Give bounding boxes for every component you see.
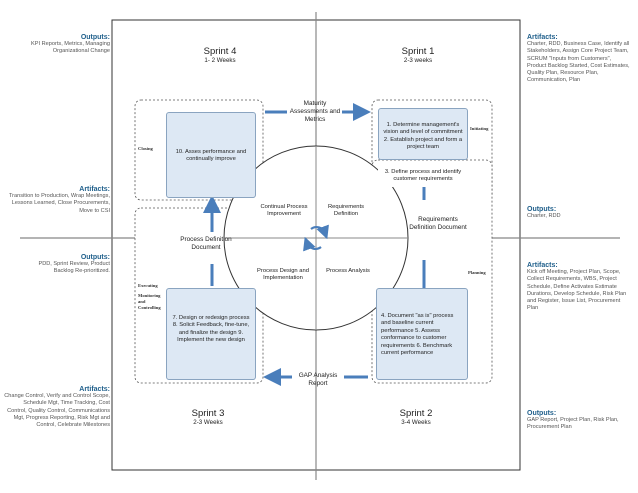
left-outputs-mid: Outputs: PDD, Sprint Review, Product Bac… bbox=[30, 254, 110, 276]
right-outputs-bottom: Outputs: GAP Report, Project Plan, Risk … bbox=[527, 410, 631, 432]
circle-label-process-analysis: Process Analysis bbox=[326, 268, 370, 274]
right-outputs-mid-text: Charter, RDD bbox=[527, 213, 561, 219]
right-artifacts-mid: Artifacts: Kick off Meeting, Project Pla… bbox=[527, 262, 631, 313]
right-outputs-bottom-text: GAP Report, Project Plan, Risk Plan, Pro… bbox=[527, 417, 619, 431]
sprint-4-duration: 1- 2 Weeks bbox=[204, 57, 236, 64]
left-outputs-mid-header: Outputs: bbox=[80, 254, 110, 261]
sprint-1-label: Sprint 1 2-3 weeks bbox=[378, 46, 458, 64]
left-artifacts-mid-header: Artifacts: bbox=[79, 186, 110, 193]
sprint-4-title: Sprint 4 bbox=[203, 46, 237, 57]
box-planning-steps: 4. Document "as is" process and baseline… bbox=[376, 288, 468, 380]
phase-executing: Executing bbox=[138, 283, 158, 288]
left-outputs-top-text: KPI Reports, Metrics, Managing Organizat… bbox=[31, 41, 110, 55]
box-initiating-steps: 1. Determine management's vision and lev… bbox=[378, 108, 468, 160]
phase-initiating: Initiating bbox=[470, 126, 489, 131]
cycle-icon bbox=[303, 224, 329, 252]
left-outputs-top-header: Outputs: bbox=[80, 34, 110, 41]
sprint-2-title: Sprint 2 bbox=[399, 408, 433, 419]
phase-planning: Planning bbox=[468, 270, 486, 275]
sprint-2-label: Sprint 2 3-4 Weeks bbox=[376, 408, 456, 426]
circle-label-process-design: Process Design and Implementation bbox=[257, 268, 309, 282]
sprint-4-label: Sprint 4 1- 2 Weeks bbox=[180, 46, 260, 64]
right-artifacts-mid-header: Artifacts: bbox=[527, 262, 558, 269]
left-artifacts-mid: Artifacts: Transition to Production, Wra… bbox=[6, 186, 110, 215]
left-artifacts-bottom-text: Change Control, Verify and Control Scope… bbox=[4, 393, 110, 429]
box-execution-steps: 7. Design or redesign process 8. Solicit… bbox=[166, 288, 256, 380]
right-artifacts-mid-text: Kick off Meeting, Project Plan, Scope, C… bbox=[527, 269, 627, 312]
sprint-3-label: Sprint 3 2-3 Weeks bbox=[168, 408, 248, 426]
right-artifacts-top-header: Artifacts: bbox=[527, 34, 558, 41]
right-artifacts-top-text: Charter, RDD, Business Case, Identify al… bbox=[527, 41, 630, 84]
box-closing-steps: 10. Asses performance and continually im… bbox=[166, 112, 256, 198]
label-gap-analysis-report: GAP Analysis Report bbox=[298, 372, 338, 387]
sprint-3-title: Sprint 3 bbox=[191, 408, 225, 419]
label-maturity-assessments: Maturity Assessments and Metrics bbox=[289, 100, 341, 123]
right-outputs-mid-header: Outputs: bbox=[527, 206, 557, 213]
label-process-definition-document: Process Definition Document bbox=[180, 236, 232, 251]
right-outputs-bottom-header: Outputs: bbox=[527, 410, 557, 417]
circle-label-requirements-definition: Requirements Definition bbox=[327, 204, 365, 218]
circle-label-continual-improvement: Continual Process Improvement bbox=[260, 204, 308, 218]
sprint-1-title: Sprint 1 bbox=[401, 46, 435, 57]
sprint-3-duration: 2-3 Weeks bbox=[193, 419, 223, 426]
left-outputs-top: Outputs: KPI Reports, Metrics, Managing … bbox=[18, 34, 110, 56]
right-artifacts-top: Artifacts: Charter, RDD, Business Case, … bbox=[527, 34, 631, 85]
right-outputs-mid: Outputs: Charter, RDD bbox=[527, 206, 631, 220]
sprint-2-duration: 3-4 Weeks bbox=[401, 419, 431, 426]
phase-monitoring: Monitoring and Controlling bbox=[138, 293, 161, 310]
left-outputs-mid-text: PDD, Sprint Review, Product Backlog Re-p… bbox=[38, 261, 110, 275]
sprint-1-duration: 2-3 weeks bbox=[403, 57, 433, 64]
left-artifacts-mid-text: Transition to Production, Wrap Meetings,… bbox=[8, 193, 110, 214]
left-artifacts-bottom-header: Artifacts: bbox=[79, 386, 110, 393]
left-artifacts-bottom: Artifacts: Change Control, Verify and Co… bbox=[4, 386, 110, 429]
box-define-process: 3. Define process and identify customer … bbox=[378, 165, 468, 187]
phase-closing: Closing bbox=[138, 146, 153, 151]
label-requirements-definition-document: Requirements Definition Document bbox=[409, 216, 467, 231]
